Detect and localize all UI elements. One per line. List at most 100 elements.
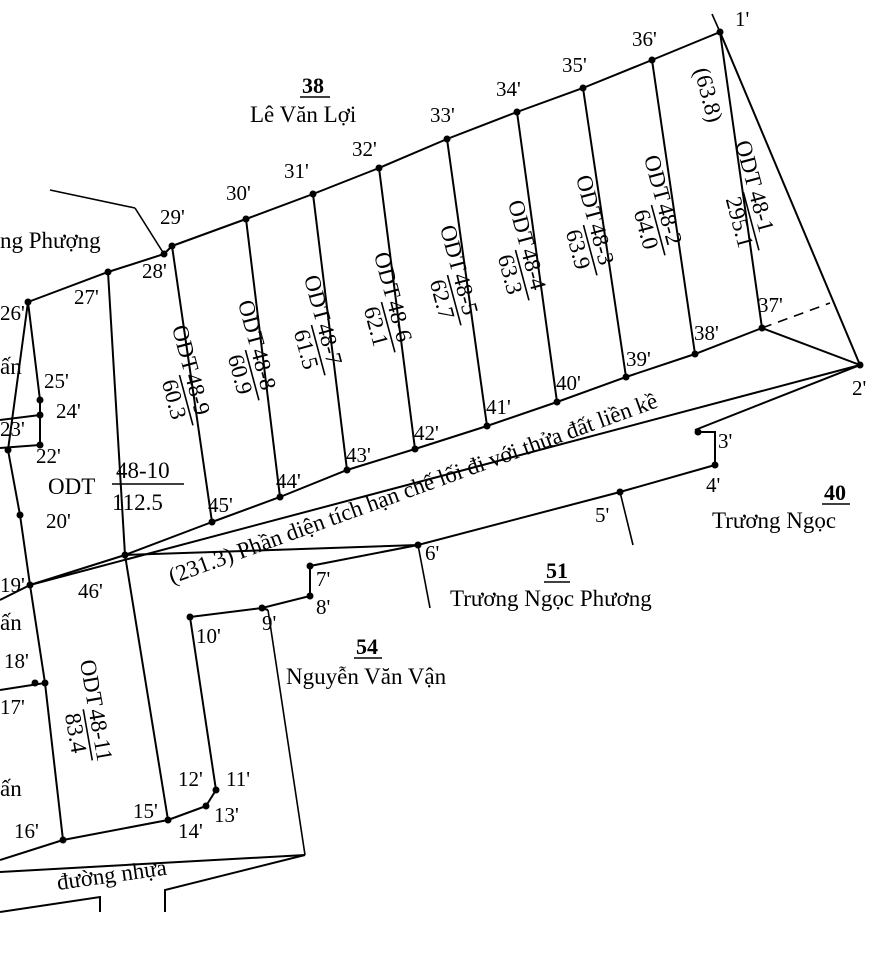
neighbor-labels: 38 Lê Văn Lợi 40 Trương Ngọc 51 Trương N… [250,73,850,689]
lot-divider [245,218,281,498]
neighbor-owner-partial: ng Phượng [0,228,101,253]
point-label: 31' [284,159,309,183]
point-label: 16' [14,819,39,843]
point-label: 2' [852,376,866,400]
parcel-code: ODT [233,297,269,349]
lot-divider [582,87,627,378]
parcel-code: ODT [75,658,108,709]
passage-bottom-real [29,364,861,586]
point-dots [4,28,864,844]
passage-right [694,327,863,431]
neighbor-line [49,189,136,209]
road-label: đường nhựa [55,855,168,895]
lane-right [267,609,306,856]
lot-divider [378,167,416,450]
neighbor-number: 38 [302,73,324,98]
top-left-boundary [27,245,173,303]
point-label: 7' [316,567,330,591]
point-label: 22' [36,444,61,468]
neighbor-line [619,491,634,546]
lot-divider [446,138,488,427]
parcel-code: ODT [299,272,335,324]
restricted-passage-label: (231.3) Phần diện tích hạn chế lối đi vớ… [165,388,661,589]
point-label: 1' [735,7,749,31]
road-bottom [0,895,101,913]
point-label: 20' [46,509,71,533]
left-strip-22 [0,413,41,449]
point-label: 3' [718,429,732,453]
lot-divider [651,59,696,355]
neighbor-owner-partial: ấn [0,776,22,801]
boundary-lines [0,13,863,913]
parcel-id: 48-10 [116,458,170,483]
point-label: 19' [0,573,25,597]
left-edge [0,839,64,861]
point-label: 32' [352,137,377,161]
neighbor-number: 54 [356,634,378,659]
neighbor-owner: Trương Ngọc Phương [450,586,652,611]
parcel-code: ODT [369,249,405,301]
point-label: 43' [346,443,371,467]
parcel-code: ODT [730,138,766,190]
lot-divider [107,271,126,556]
neighbor-line [134,207,165,255]
point-label: 27' [74,285,99,309]
parcel-labels: ODT 48-1 295.1 (63.8) ODT 48-2 64.0 ODT … [48,65,779,763]
neighbor-owner-partial: ấn [0,354,22,379]
point-label: 15' [133,799,158,823]
road-top [0,854,306,873]
point-label: 8' [316,595,330,619]
point-label: 29' [160,205,185,229]
point-label: 34' [496,77,521,101]
neighbor-40-line [698,431,716,465]
point-label: 30' [226,181,251,205]
point-label: 24' [56,399,81,423]
point-label: 41' [486,395,511,419]
point-label: 4' [706,473,720,497]
point-label: 17' [0,695,25,719]
neighbor-number: 51 [546,558,568,583]
point-label: 33' [430,103,455,127]
point-label: 14' [178,819,203,843]
lot-divider [719,31,763,329]
right-boundary [719,31,861,366]
left-edge [0,584,31,601]
lot-divider [312,193,348,471]
lot-divider [171,245,213,523]
parcel-code: ODT [435,222,471,274]
parcel-area: 112.5 [112,490,163,515]
neighbor-owner-partial: ấn [0,610,22,635]
point-label: 40' [556,371,581,395]
point-label: 39' [626,347,651,371]
point-label: 25' [44,369,69,393]
point-label: 37' [758,293,783,317]
point-label: 44' [276,469,301,493]
point-label: 5' [595,503,609,527]
point-label: 38' [694,321,719,345]
neighbor-owner: Lê Văn Lợi [250,102,356,127]
left-strip-18 [29,584,46,684]
point-label: 28' [142,259,167,283]
parcel-code: ODT [503,197,539,249]
neighbor-number: 40 [824,480,846,505]
parcel-code: ODT [639,152,675,204]
point-label: 45' [208,493,233,517]
point-label: 10' [196,624,221,648]
road-bottom [164,854,306,912]
point-label: 13' [214,803,239,827]
point-label: 11' [226,767,250,791]
dashed-boundary [761,302,831,329]
point-label: 35' [562,53,587,77]
point-label: 46' [78,579,103,603]
point-label: 18' [4,649,29,673]
point-label: 12' [178,767,203,791]
neighbor-owner: Trương Ngọc [712,508,836,533]
lot-11-left [44,682,64,841]
lot-11-right [124,554,169,821]
point-label: 23' [0,417,25,441]
parcel-code: ODT [571,172,607,224]
point-label: 26' [0,301,25,325]
parcel-code: ODT [48,474,95,499]
point-label: 42' [414,421,439,445]
